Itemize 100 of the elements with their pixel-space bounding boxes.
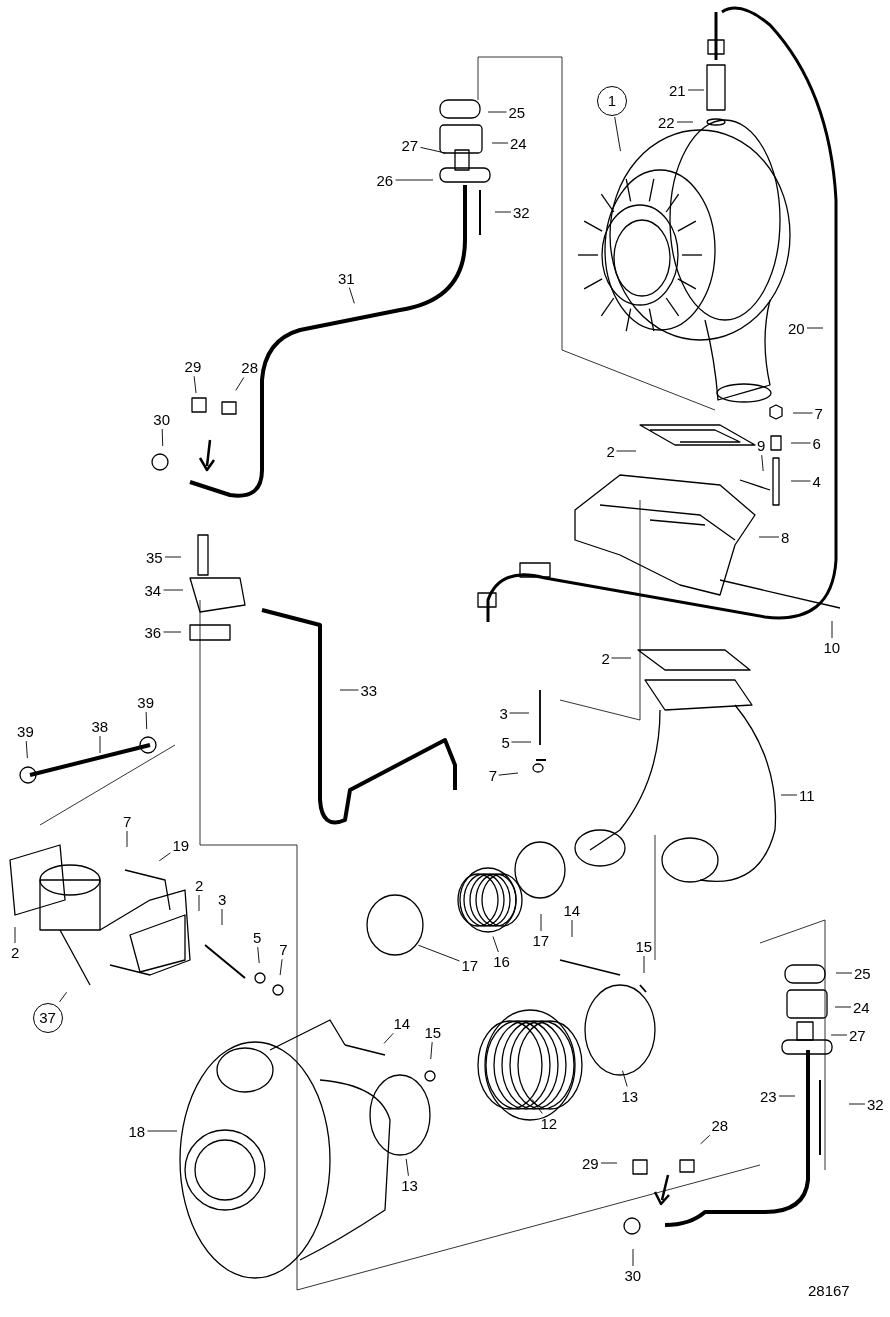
leader-line — [687, 89, 705, 91]
callout-number: 15 — [634, 938, 654, 955]
leader-line — [790, 480, 811, 482]
callout-number: 27 — [848, 1026, 867, 1044]
leader-line — [161, 428, 164, 447]
leader-line — [494, 211, 512, 213]
callout-number: 39 — [16, 723, 35, 741]
leader-line — [279, 958, 283, 976]
callout-number: 34 — [143, 581, 163, 599]
callout-number: 2 — [194, 877, 205, 894]
leader-line — [611, 657, 632, 659]
callout-number: 35 — [145, 548, 164, 566]
leader-line — [145, 711, 148, 730]
callout-number: 19 — [171, 836, 191, 854]
leader-line — [622, 1070, 628, 1088]
leader-line — [616, 450, 637, 452]
callout-number: 10 — [822, 639, 842, 656]
leader-line — [848, 1103, 866, 1105]
leader-line — [235, 376, 245, 391]
callout-number: 16 — [492, 953, 511, 970]
leader-line — [257, 946, 260, 964]
callout-number: 23 — [759, 1087, 778, 1105]
leader-line — [430, 1041, 433, 1060]
leader-line — [99, 735, 101, 754]
callout-number: 39 — [136, 694, 155, 711]
callout-number: 38 — [90, 718, 110, 735]
leader-line — [383, 1032, 394, 1044]
leader-line — [405, 1158, 409, 1177]
callout-number: 24 — [509, 134, 528, 152]
callout-number: 30 — [152, 411, 172, 428]
callout-number: 11 — [798, 786, 816, 804]
leader-line — [834, 1006, 852, 1008]
leader-line — [348, 287, 355, 304]
leader-line — [492, 936, 499, 953]
leader-line — [700, 1134, 711, 1145]
leader-line — [158, 852, 171, 862]
leader-line — [830, 1034, 848, 1036]
callout-number: 32 — [512, 203, 531, 221]
callout-number: 30 — [623, 1267, 643, 1284]
leader-line — [198, 894, 200, 912]
leader-line — [676, 121, 694, 123]
leader-line — [540, 913, 542, 932]
callout-number: 25 — [507, 103, 527, 121]
leader-line — [163, 589, 184, 591]
callout-number: 22 — [657, 113, 676, 131]
callout-number: 31 — [336, 269, 356, 287]
callout-number: 5 — [500, 733, 511, 751]
callout-number: 7 — [487, 767, 499, 785]
leader-line — [491, 142, 509, 144]
callout-number: 4 — [811, 472, 822, 490]
leader-line — [831, 620, 833, 639]
callout-number: 33 — [359, 681, 379, 699]
callout-number: 18 — [127, 1122, 147, 1140]
callout-number: 13 — [400, 1176, 419, 1194]
callout-number: 29 — [581, 1154, 600, 1172]
callout-number: 28 — [240, 359, 259, 377]
leader-line — [600, 1162, 618, 1164]
leader-line — [632, 1248, 634, 1267]
callout-number: 9 — [755, 437, 767, 455]
callout-number: 29 — [183, 358, 203, 376]
callout-number: 8 — [780, 528, 791, 546]
callout-number: 13 — [620, 1087, 640, 1105]
leader-line — [147, 1130, 178, 1132]
leader-line — [643, 955, 645, 974]
callout-number: 36 — [143, 623, 163, 641]
callout-number: 21 — [668, 81, 687, 99]
callout-number: 25 — [853, 964, 872, 982]
callout-number: 2 — [10, 944, 21, 961]
leader-line — [164, 556, 182, 558]
leader-line — [531, 1098, 543, 1114]
leader-line — [339, 689, 359, 691]
callout-number: 7 — [122, 813, 133, 830]
leader-line — [14, 926, 16, 944]
leader-line — [778, 1095, 796, 1097]
leader-line — [509, 712, 530, 714]
leader-line — [420, 146, 446, 154]
leader-line — [614, 116, 621, 152]
callout-number: 17 — [460, 956, 480, 974]
leader-line — [193, 375, 197, 394]
callout-number: 7 — [278, 941, 289, 959]
leader-line — [221, 908, 223, 926]
callout-number: 14 — [562, 902, 582, 919]
leader-line — [758, 536, 780, 538]
callout-number: 32 — [866, 1095, 885, 1113]
leader-line — [806, 327, 824, 329]
drawing-number: 28167 — [808, 1282, 850, 1299]
leader-line — [25, 740, 28, 759]
leader-line — [792, 412, 813, 414]
leader-line — [126, 830, 128, 848]
callout-number: 6 — [811, 434, 822, 452]
callout-number: 15 — [423, 1024, 443, 1042]
callout-number: 20 — [787, 319, 806, 337]
leader-line — [487, 111, 507, 113]
callout-number: 14 — [392, 1015, 412, 1033]
callout-number: 2 — [600, 649, 611, 667]
leader-line — [417, 944, 460, 962]
callout-number: 5 — [251, 929, 263, 947]
callout-number: 28 — [710, 1117, 730, 1135]
leader-line — [761, 454, 764, 472]
leader-line — [511, 741, 532, 743]
